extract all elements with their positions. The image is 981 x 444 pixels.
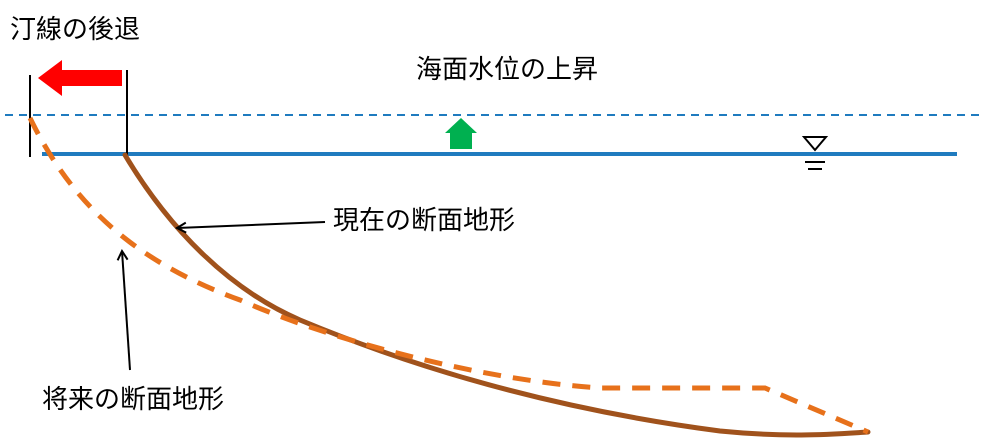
- shoreline-retreat-label: 汀線の後退: [10, 15, 141, 45]
- current-profile-pointer-arrow: [177, 221, 326, 228]
- current-profile-curve: [122, 152, 871, 438]
- shoreline-retreat-arrow-icon: [38, 60, 122, 96]
- future-profile-curve: [27, 116, 869, 435]
- sea-level-rise-arrow-icon: [445, 118, 477, 149]
- future-profile-pointer-arrow: [122, 251, 131, 371]
- future-profile-label: 将来の断面地形: [42, 385, 225, 415]
- current-profile-label: 現在の断面地形: [333, 206, 516, 236]
- water-level-marker-icon: [801, 136, 829, 170]
- sea-level-rise-label: 海面水位の上昇: [416, 55, 599, 85]
